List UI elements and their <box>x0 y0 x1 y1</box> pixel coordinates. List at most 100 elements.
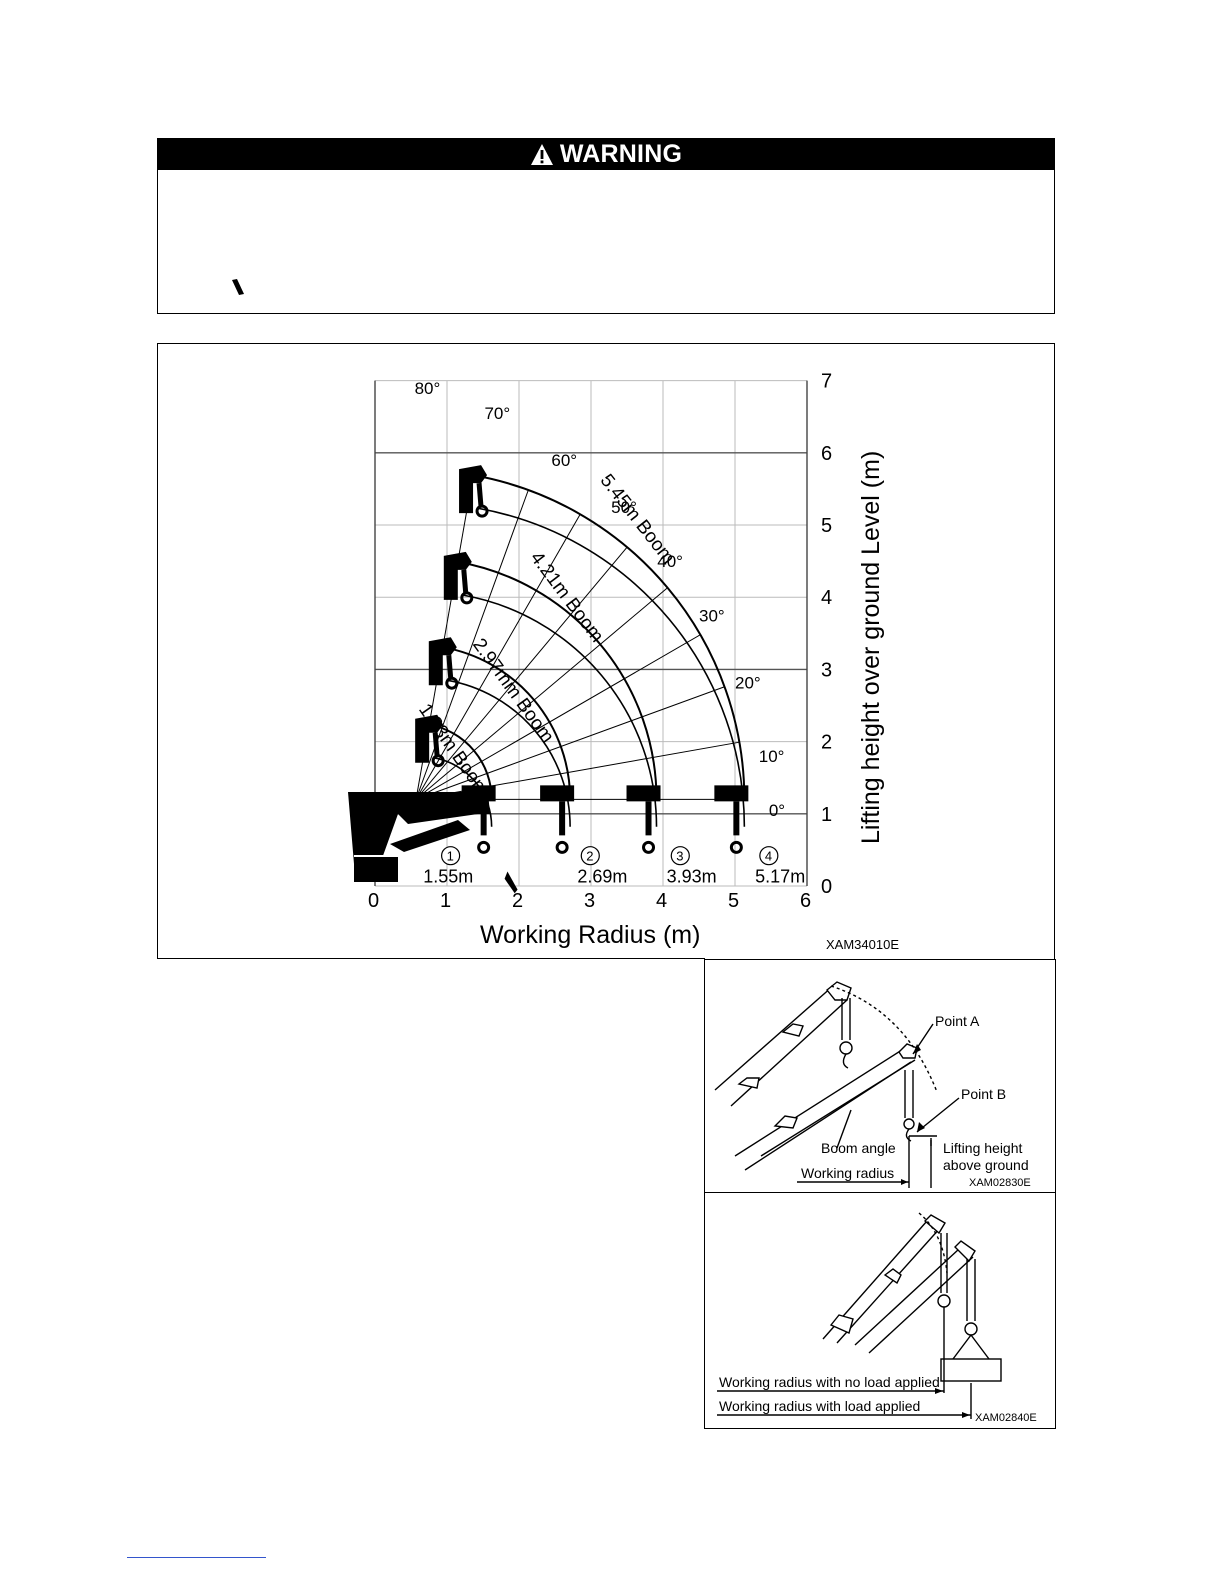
angle-line <box>415 513 581 800</box>
boom-marker-circle <box>441 846 461 866</box>
warning-title: WARNING <box>559 140 683 168</box>
boom-marker-circle <box>670 846 690 866</box>
angle-line <box>415 634 701 800</box>
angle-label: 20° <box>735 673 761 692</box>
angle-label: 50° <box>611 498 637 517</box>
hook-rope-top <box>446 654 454 680</box>
angle-label: 10° <box>759 747 785 766</box>
boom-marker-number: 3 <box>676 849 683 864</box>
warning-box: WARNING <box>157 138 1055 314</box>
no-load-label: Working radius with no load applied <box>719 1374 940 1390</box>
working-range-chart-panel: Working Radius (m) Lifting height over g… <box>157 343 1055 959</box>
angle-label: 70° <box>484 404 510 423</box>
y-tick-label: 2 <box>821 732 832 754</box>
boom-arc-4 <box>472 474 746 800</box>
boom-marker-number: 1 <box>447 849 454 864</box>
x-tick-label: 6 <box>800 890 811 912</box>
y-tick-label: 7 <box>821 371 832 393</box>
boom-head-top <box>428 637 457 686</box>
footer-link-rule <box>127 1557 266 1558</box>
angle-label: 80° <box>415 379 441 398</box>
hook-top <box>445 676 459 690</box>
point-b-label: Point B <box>961 1086 1006 1102</box>
y-tick-label: 6 <box>821 443 832 465</box>
x-tick-label: 3 <box>584 890 595 912</box>
angle-label: 40° <box>657 552 683 571</box>
hook-side <box>642 840 656 854</box>
x-axis-label: Working Radius (m) <box>480 921 700 949</box>
crane-silhouette <box>348 465 749 894</box>
boom-radius-label: 3.93m <box>667 866 717 886</box>
hook-path-arc-4 <box>477 507 746 827</box>
x-tick-label: 4 <box>656 890 667 912</box>
boom-head-side <box>540 785 575 802</box>
section-divider <box>157 958 705 959</box>
boom-angle-label: Boom angle <box>821 1140 896 1156</box>
bullet-mark-icon <box>232 279 244 295</box>
angle-line <box>415 686 725 800</box>
angle-label: 30° <box>699 606 725 625</box>
x-tick-label: 1 <box>440 890 451 912</box>
hook-side <box>729 840 743 854</box>
hook-top <box>475 504 489 518</box>
boom-radius-label: 5.17m <box>755 866 805 886</box>
angle-line <box>415 587 668 800</box>
working-range-chart: Working Radius (m) Lifting height over g… <box>348 371 899 952</box>
boom-radius-label: 2.69m <box>577 866 627 886</box>
track-base <box>354 856 398 882</box>
boom-radius-label: 1.55m <box>423 866 473 886</box>
boom-marker-number: 4 <box>765 849 772 864</box>
carrier-body <box>348 792 490 864</box>
warning-triangle-icon <box>530 143 553 165</box>
boom-head-top <box>415 714 444 763</box>
boom-head-top <box>443 551 472 600</box>
boom-angle-diagram: Point A Point B Boom angle Working radiu… <box>704 959 1056 1193</box>
outrigger-arm <box>390 820 470 852</box>
angle-label: 60° <box>551 451 577 470</box>
fig-b-code: XAM02840E <box>975 1412 1037 1424</box>
warning-header: WARNING <box>158 139 1054 170</box>
boom-head-side <box>714 785 749 802</box>
hook-top <box>431 754 445 768</box>
y-tick-label: 5 <box>821 515 832 537</box>
boom-arc-3 <box>457 560 658 800</box>
chart-grid <box>374 380 808 887</box>
working-radius-label: Working radius <box>801 1165 894 1181</box>
hook-rope-top <box>461 569 469 595</box>
x-tick-label: 0 <box>368 890 379 912</box>
hook-path-arc-1 <box>433 757 493 827</box>
boom-label: 5.45m Boom <box>596 470 679 568</box>
load-radius-drawing: Working radius with no load applied Work… <box>717 1212 1037 1424</box>
hook-path-arc-3 <box>462 594 658 827</box>
chart-boom-arcs <box>428 474 746 827</box>
angle-label: 0° <box>769 801 785 820</box>
point-a-label: Point A <box>935 1013 980 1029</box>
y-tick-label: 3 <box>821 659 832 681</box>
y-tick-label: 0 <box>821 876 832 898</box>
load-radius-diagram: Working radius with no load applied Work… <box>704 1193 1056 1429</box>
hook-rope-top <box>432 732 440 757</box>
y-axis-label: Lifting height over ground Level (m) <box>857 451 885 844</box>
x-tick-label: 5 <box>728 890 739 912</box>
bullet-mark <box>504 871 518 894</box>
boom-head-top <box>459 465 488 514</box>
boom-angle-drawing: Point A Point B Boom angle Working radiu… <box>714 981 1031 1189</box>
hook-side <box>555 840 569 854</box>
hook-top <box>460 591 474 605</box>
y-tick-label: 1 <box>821 804 832 826</box>
hook-rope-top <box>476 482 484 508</box>
angle-line <box>415 546 628 800</box>
figure-code: XAM34010E <box>826 937 899 952</box>
with-load-label: Working radius with load applied <box>719 1398 920 1414</box>
boom-marker-number: 2 <box>586 849 593 864</box>
lifting-height-label: Lifting height <box>943 1140 1023 1156</box>
fig-a-code: XAM02830E <box>969 1177 1031 1189</box>
x-tick-label: 2 <box>512 890 523 912</box>
hook-side <box>477 840 491 854</box>
y-tick-label: 4 <box>821 587 832 609</box>
above-ground-label: above ground <box>943 1157 1029 1173</box>
boom-marker-circle <box>580 846 600 866</box>
boom-head-side <box>626 785 661 802</box>
boom-marker-circle <box>759 846 779 866</box>
boom-arc-2 <box>442 646 572 800</box>
